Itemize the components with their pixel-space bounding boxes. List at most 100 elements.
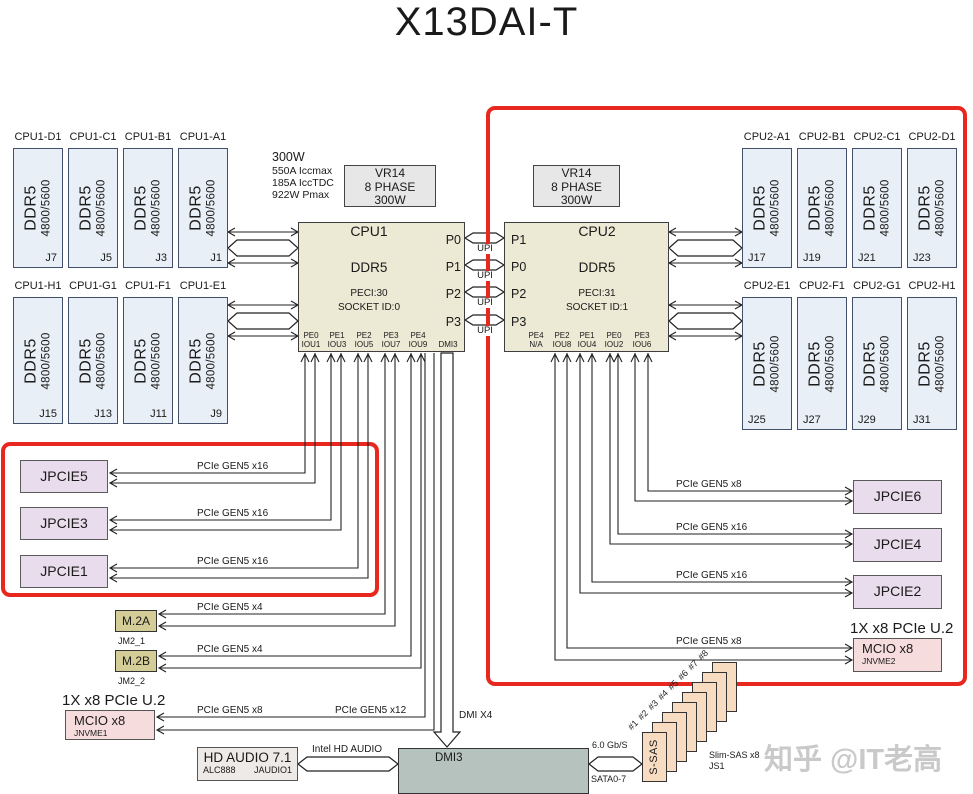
vr14-cpu1: VR14 8 PHASE 300W <box>344 165 436 207</box>
bus-label: PCIe GEN5 x16 <box>197 461 269 472</box>
dimm-ref: J1 <box>210 252 222 264</box>
slot-M2A: M.2A <box>115 610 157 632</box>
audio-bus-label: Intel HD AUDIO <box>312 744 383 755</box>
mcio-name: MCIO x8 <box>74 713 126 728</box>
vr-line: 8 PHASE <box>364 179 416 194</box>
mcio-name: MCIO x8 <box>862 641 914 656</box>
slot-JPCIE1: JPCIE1 <box>20 555 108 588</box>
dimm-ref: J13 <box>94 408 112 420</box>
dimm-header: CPU2-C1 <box>853 131 901 143</box>
vr-line: VR14 <box>374 166 406 180</box>
bus-label: PCIe GEN5 x8 <box>676 479 742 490</box>
slim-sas-label: Slim-SAS x8 <box>709 750 760 760</box>
dmi-arrow <box>432 352 462 748</box>
dimm-ref: J15 <box>39 408 57 420</box>
slim-sas-ref: JS1 <box>709 761 725 771</box>
dimm-ref: J7 <box>45 252 57 264</box>
chipset-dmi3-block: DMI3 <box>398 748 589 794</box>
cpu-mem-type: DDR5 <box>350 260 388 275</box>
cpu-socket-id: SOCKET ID:1 <box>565 302 629 313</box>
sata-speed-label: 6.0 Gb/S <box>592 740 628 750</box>
power-note-line: 300W <box>272 150 305 164</box>
dimm-header: CPU1-D1 <box>14 131 62 143</box>
dimm-ref: J3 <box>155 252 167 264</box>
upi-link-label: UPI <box>472 298 498 308</box>
dimm-ref: J23 <box>913 252 931 264</box>
dimm-ref: J9 <box>210 408 222 420</box>
bus-label: PCIe GEN5 x16 <box>676 570 748 581</box>
bus-label: PCIe GEN5 x12 <box>335 705 407 716</box>
cpu-port: P3 <box>445 315 461 329</box>
bus-label: PCIe GEN5 x16 <box>676 522 748 533</box>
dimm-ref: J31 <box>913 414 931 426</box>
chipset-label: DMI3 <box>435 752 463 764</box>
dimm-header: CPU1-A1 <box>179 131 227 143</box>
cpu-mem-type: DDR5 <box>578 260 616 275</box>
dimm-header: CPU1-G1 <box>69 280 117 292</box>
page-title: X13DAI-T <box>394 0 579 44</box>
dimm-header: CPU1-C1 <box>69 131 117 143</box>
cpu-name: CPU2 <box>578 223 616 239</box>
highlight-rect-left <box>1 442 379 597</box>
cpu-port: P3 <box>511 315 527 329</box>
slot-JPCIE5: JPCIE5 <box>20 460 108 493</box>
dimm-header: CPU1-B1 <box>124 131 172 143</box>
slot-JNVME1: MCIO x8 JNVME1 <box>65 710 155 740</box>
bus-label: PCIe GEN5 x16 <box>197 556 269 567</box>
bus-label: PCIe GEN5 x8 <box>676 636 742 647</box>
pcie-routes <box>108 352 854 735</box>
sata-ports-label: SATA0-7 <box>591 774 627 784</box>
dimm-ref: J19 <box>803 252 821 264</box>
bus-label: PCIe GEN5 x4 <box>197 602 263 613</box>
mcio1-title: 1X x8 PCIe U.2 <box>62 692 166 709</box>
upi-link-label: UPI <box>472 326 498 336</box>
upi-link-label: UPI <box>472 271 498 281</box>
slot-JPCIE3: JPCIE3 <box>20 507 108 540</box>
dimm-header: CPU1-F1 <box>125 280 171 292</box>
cpu-port: P0 <box>445 233 461 247</box>
cpu-bottom-port: DMI3 <box>438 339 458 349</box>
upi-link-label: UPI <box>472 244 498 254</box>
bus-label: PCIe GEN5 x16 <box>197 508 269 519</box>
sas-card-front: S-SAS <box>642 732 667 782</box>
cpu-port: P2 <box>511 287 527 301</box>
dmi-bus-label: DMI X4 <box>459 710 493 721</box>
dimm-ref: J17 <box>748 252 766 264</box>
vr-line: VR14 <box>561 166 592 180</box>
dimm-ref: J5 <box>100 252 112 264</box>
dimm-ref: J27 <box>803 414 821 426</box>
dimm-ref: J25 <box>748 414 766 426</box>
cpu-peci: PECI:31 <box>578 288 616 299</box>
bus-label: PCIe GEN5 x4 <box>197 644 263 655</box>
slot-M2B: M.2B <box>115 650 157 672</box>
dimm-header: CPU2-F1 <box>799 280 845 292</box>
mcio-ref: JNVME1 <box>74 728 108 738</box>
